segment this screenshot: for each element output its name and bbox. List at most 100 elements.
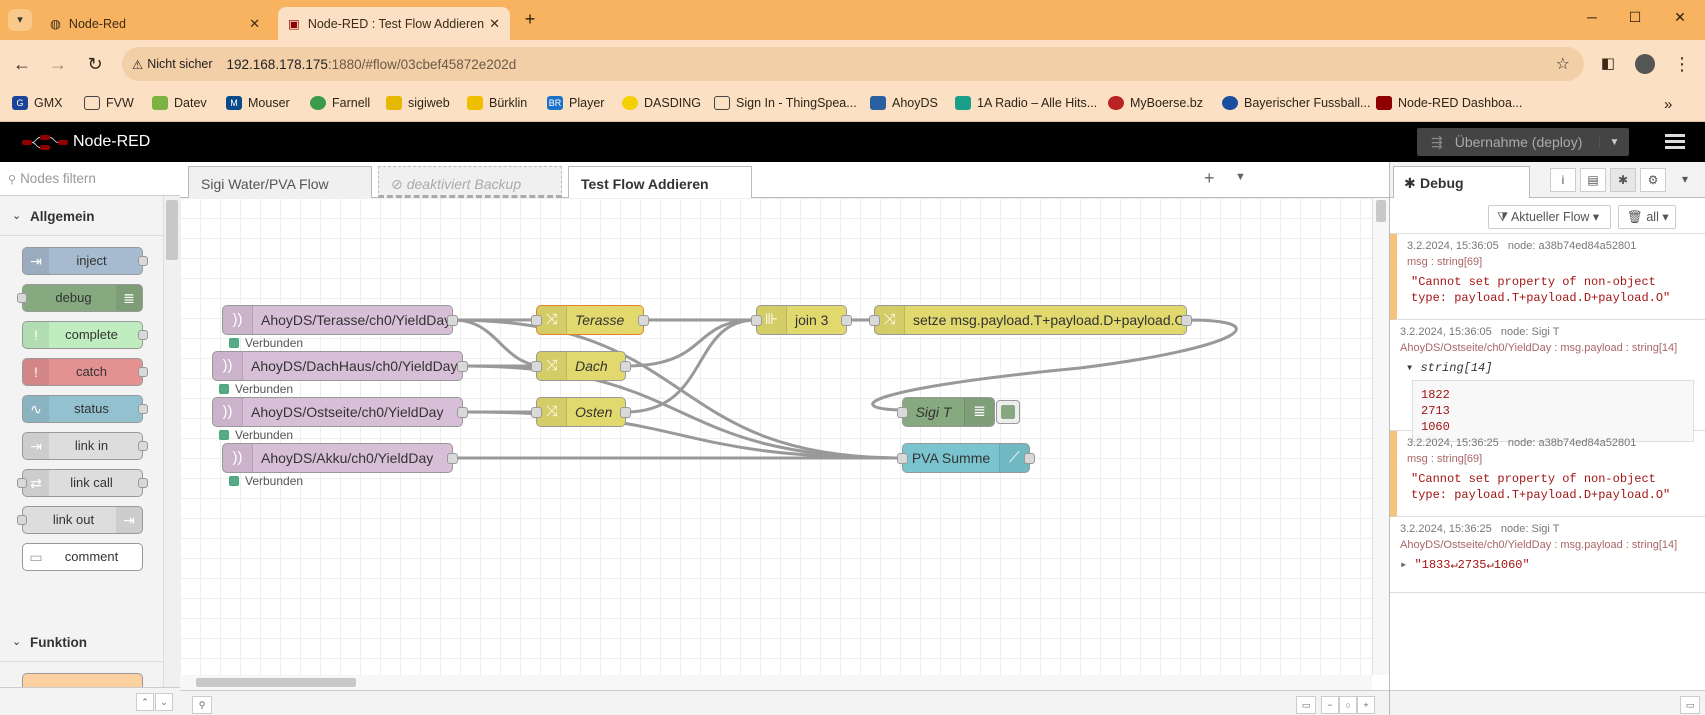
change-node-osten[interactable]: ⤨Osten	[531, 397, 631, 427]
input-port[interactable]	[869, 315, 880, 326]
window-close-icon[interactable]: ✕	[1674, 9, 1686, 25]
change-node-setze[interactable]: ⤨setze msg.payload.T+payload.D+payload.O	[869, 305, 1192, 335]
filter-current-flow-button[interactable]: ⧩ Aktueller Flow ▾	[1488, 205, 1611, 229]
chart-node-pva-summe[interactable]: ⟋PVA Summe	[897, 443, 1035, 473]
map-icon[interactable]: ▭	[1296, 696, 1316, 714]
output-port[interactable]	[457, 407, 468, 418]
msg-value-collapsed[interactable]: ▸ "1833↵2735↵1060"	[1400, 558, 1530, 572]
change-node-terasse[interactable]: ⤨Terasse	[531, 305, 649, 335]
sidebar-menu-chevron-icon[interactable]: ▾	[1681, 172, 1689, 186]
palette-node-debug[interactable]: ≣debug	[17, 284, 143, 312]
palette-node-complete[interactable]: !complete	[22, 321, 148, 349]
add-flow-icon[interactable]: +	[1204, 168, 1215, 188]
array-toggle[interactable]: ▾ string[14]	[1406, 361, 1493, 375]
canvas-vertical-scrollbar[interactable]	[1372, 198, 1389, 675]
bookmark-thingspeak[interactable]: Sign In - ThingSpea...	[714, 96, 857, 110]
search-icon[interactable]: ⚲	[192, 696, 212, 714]
side-panel-icon[interactable]: ◧	[1600, 55, 1616, 72]
profile-avatar[interactable]	[1633, 52, 1657, 76]
debug-node-sigi-t[interactable]: ≣Sigi T	[897, 397, 1020, 427]
browser-menu-icon[interactable]: ⋮	[1673, 54, 1691, 74]
palette-node-link-in[interactable]: ⇥link in	[22, 432, 148, 460]
reload-icon[interactable]: ↻	[87, 54, 103, 74]
debug-message[interactable]: 3.2.2024, 15:36:25 node: a38b74ed84a5280…	[1390, 431, 1705, 517]
bookmark-fvw[interactable]: FVW	[84, 96, 134, 110]
palette-node-catch[interactable]: !catch	[22, 358, 148, 386]
close-tab-icon[interactable]: ✕	[489, 15, 500, 31]
output-port[interactable]	[638, 315, 649, 326]
input-port[interactable]	[531, 315, 542, 326]
debug-toggle-button[interactable]	[996, 400, 1020, 424]
bookmark-dasding[interactable]: DASDING	[622, 96, 701, 110]
expand-all-icon[interactable]: ⌄	[155, 693, 173, 711]
popout-icon[interactable]: ▭	[1680, 696, 1700, 714]
tab-sigi-water-pva-flow[interactable]: Sigi Water/PVA Flow	[188, 166, 372, 198]
input-port[interactable]	[751, 315, 762, 326]
forward-icon[interactable]: →	[49, 54, 67, 74]
config-gear-icon[interactable]: ⚙	[1640, 168, 1666, 192]
input-port[interactable]	[897, 453, 908, 464]
output-port[interactable]	[447, 453, 458, 464]
maximize-icon[interactable]: ☐	[1628, 9, 1642, 25]
tab-test-flow-addieren[interactable]: Test Flow Addieren	[568, 166, 752, 199]
info-icon[interactable]: i	[1550, 168, 1576, 192]
help-book-icon[interactable]: ▤	[1580, 168, 1606, 192]
msg-node-link[interactable]: node: Sigi T	[1500, 326, 1560, 338]
output-port[interactable]	[1181, 315, 1192, 326]
bookmark-ahoyds[interactable]: AhoyDS	[870, 96, 938, 110]
main-menu-icon[interactable]	[1665, 132, 1685, 152]
mqtt-node-akku[interactable]: ))AhoyDS/Akku/ch0/YieldDay	[222, 443, 458, 473]
bookmark-bfv[interactable]: Bayerischer Fussball...	[1222, 96, 1370, 110]
deploy-dropdown-icon[interactable]: ▼	[1599, 136, 1629, 148]
palette-scrollbar[interactable]	[163, 196, 180, 715]
category-funktion[interactable]: ⌄Funktion	[0, 624, 163, 662]
output-port[interactable]	[620, 407, 631, 418]
output-port[interactable]	[447, 315, 458, 326]
address-bar[interactable]: ⚠ Nicht sicher 192.168.178.175:1880/#flo…	[122, 47, 1584, 81]
msg-node-link[interactable]: node: a38b74ed84a52801	[1507, 240, 1637, 252]
input-port[interactable]	[531, 361, 542, 372]
bookmark-myboerse[interactable]: MyBoerse.bz	[1108, 96, 1203, 110]
bookmark-datev[interactable]: Datev	[152, 96, 207, 110]
bookmark-sigiweb[interactable]: sigiweb	[386, 96, 450, 110]
flow-list-chevron-icon[interactable]: ▼	[1235, 171, 1246, 183]
palette-search-input[interactable]: ⚲Nodes filtern	[0, 162, 180, 196]
bookmark-1a-radio[interactable]: 1A Radio – Alle Hits...	[955, 96, 1097, 110]
palette-node-link-out[interactable]: ⇥link out	[17, 506, 143, 534]
input-port[interactable]	[531, 407, 542, 418]
category-allgemein[interactable]: ⌄Allgemein	[0, 198, 163, 236]
input-port[interactable]	[897, 407, 908, 418]
change-node-dach[interactable]: ⤨Dach	[531, 351, 631, 381]
security-warning[interactable]: ⚠ Nicht sicher	[132, 57, 213, 72]
canvas-horizontal-scrollbar[interactable]	[180, 675, 1372, 690]
palette-node-function-partial[interactable]	[22, 673, 143, 687]
debug-message[interactable]: 3.2.2024, 15:36:05 node: Sigi T AhoyDS/O…	[1390, 320, 1705, 442]
mqtt-node-ostseite[interactable]: ))AhoyDS/Ostseite/ch0/YieldDay	[212, 397, 468, 427]
bookmark-buerklin[interactable]: Bürklin	[467, 96, 527, 110]
output-port[interactable]	[457, 361, 468, 372]
close-tab-icon[interactable]: ✕	[249, 15, 260, 31]
msg-node-link[interactable]: node: Sigi T	[1500, 523, 1560, 535]
tab-debug[interactable]: ✱Debug	[1393, 166, 1530, 198]
collapse-all-icon[interactable]: ⌃	[136, 693, 154, 711]
palette-node-inject[interactable]: ⇥inject	[22, 247, 148, 275]
zoom-in-icon[interactable]: +	[1357, 696, 1375, 714]
zoom-reset-icon[interactable]: ○	[1339, 696, 1357, 714]
bookmark-node-red-dashboard[interactable]: Node-RED Dashboa...	[1376, 96, 1522, 110]
output-port[interactable]	[841, 315, 852, 326]
zoom-out-icon[interactable]: −	[1321, 696, 1339, 714]
debug-bug-icon[interactable]: ✱	[1610, 168, 1636, 192]
palette-node-status[interactable]: ∿status	[22, 395, 148, 423]
mqtt-node-terasse[interactable]: ))AhoyDS/Terasse/ch0/YieldDay	[222, 305, 458, 335]
msg-node-link[interactable]: node: a38b74ed84a52801	[1507, 437, 1637, 449]
browser-tab-test-flow[interactable]: ▣ Node-RED : Test Flow Addieren ✕	[278, 7, 510, 40]
palette-node-link-call[interactable]: ⇄link call	[17, 469, 148, 497]
minimize-icon[interactable]: ─	[1587, 9, 1597, 25]
debug-message[interactable]: 3.2.2024, 15:36:25 node: Sigi T AhoyDS/O…	[1390, 517, 1705, 593]
new-tab-icon[interactable]: +	[524, 9, 536, 29]
bookmark-star-icon[interactable]: ☆	[1555, 56, 1570, 73]
clear-all-button[interactable]: 🗑 all ▾	[1618, 205, 1676, 229]
